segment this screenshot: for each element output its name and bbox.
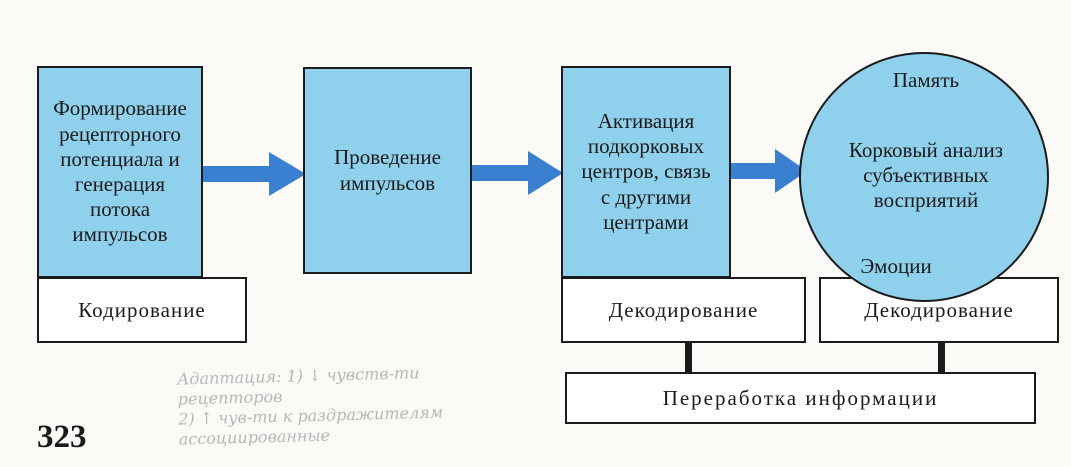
block-activation: Активация подкорковых центров, связь с д… [561,66,731,278]
connector-line [938,343,945,373]
label-information-processing: Переработка информации [565,372,1036,424]
page-number: 323 [37,419,87,455]
label-decoding-subcortical: Декодирование [561,277,806,343]
arrow-right-icon [731,149,807,193]
handwritten-note: Адаптация: 1) ↓ чувств-ти рецепторов 2) … [177,363,444,449]
connector-line [685,343,692,373]
circle-label-memory: Память [892,68,960,92]
block-cortical-analysis: Память Корковый анализ субъективных восп… [799,52,1049,302]
arrow-right-icon [203,152,306,196]
label-coding: Кодирование [37,277,247,343]
circle-label-emotions: Эмоции [860,254,932,278]
block-conduction: Проведение импульсов [303,67,472,274]
circle-label-analysis: Корковый анализ субъективных восприятий [848,138,1004,213]
block-formation: Формирование рецепторного потенциала и г… [37,66,203,278]
arrow-right-icon [472,151,563,195]
